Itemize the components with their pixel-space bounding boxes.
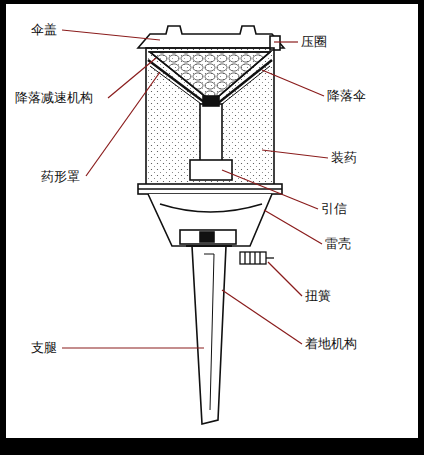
part-label: 压圈: [300, 35, 328, 49]
part-label: 雷壳: [324, 237, 352, 251]
part-label: 降落减速机构: [14, 91, 94, 105]
mine-body: [138, 26, 284, 424]
leader-lines: [62, 30, 328, 348]
part-label: 引信: [320, 202, 348, 216]
part-label: 装药: [330, 151, 358, 165]
part-label: 降落伞: [326, 89, 367, 103]
part-label: 药形罩: [40, 170, 81, 184]
part-label: 伞盖: [30, 23, 58, 37]
part-label: 支腿: [30, 341, 58, 355]
part-label: 着地机构: [304, 337, 358, 351]
white-panel: [6, 4, 418, 438]
part-label: 扭簧: [304, 289, 332, 303]
